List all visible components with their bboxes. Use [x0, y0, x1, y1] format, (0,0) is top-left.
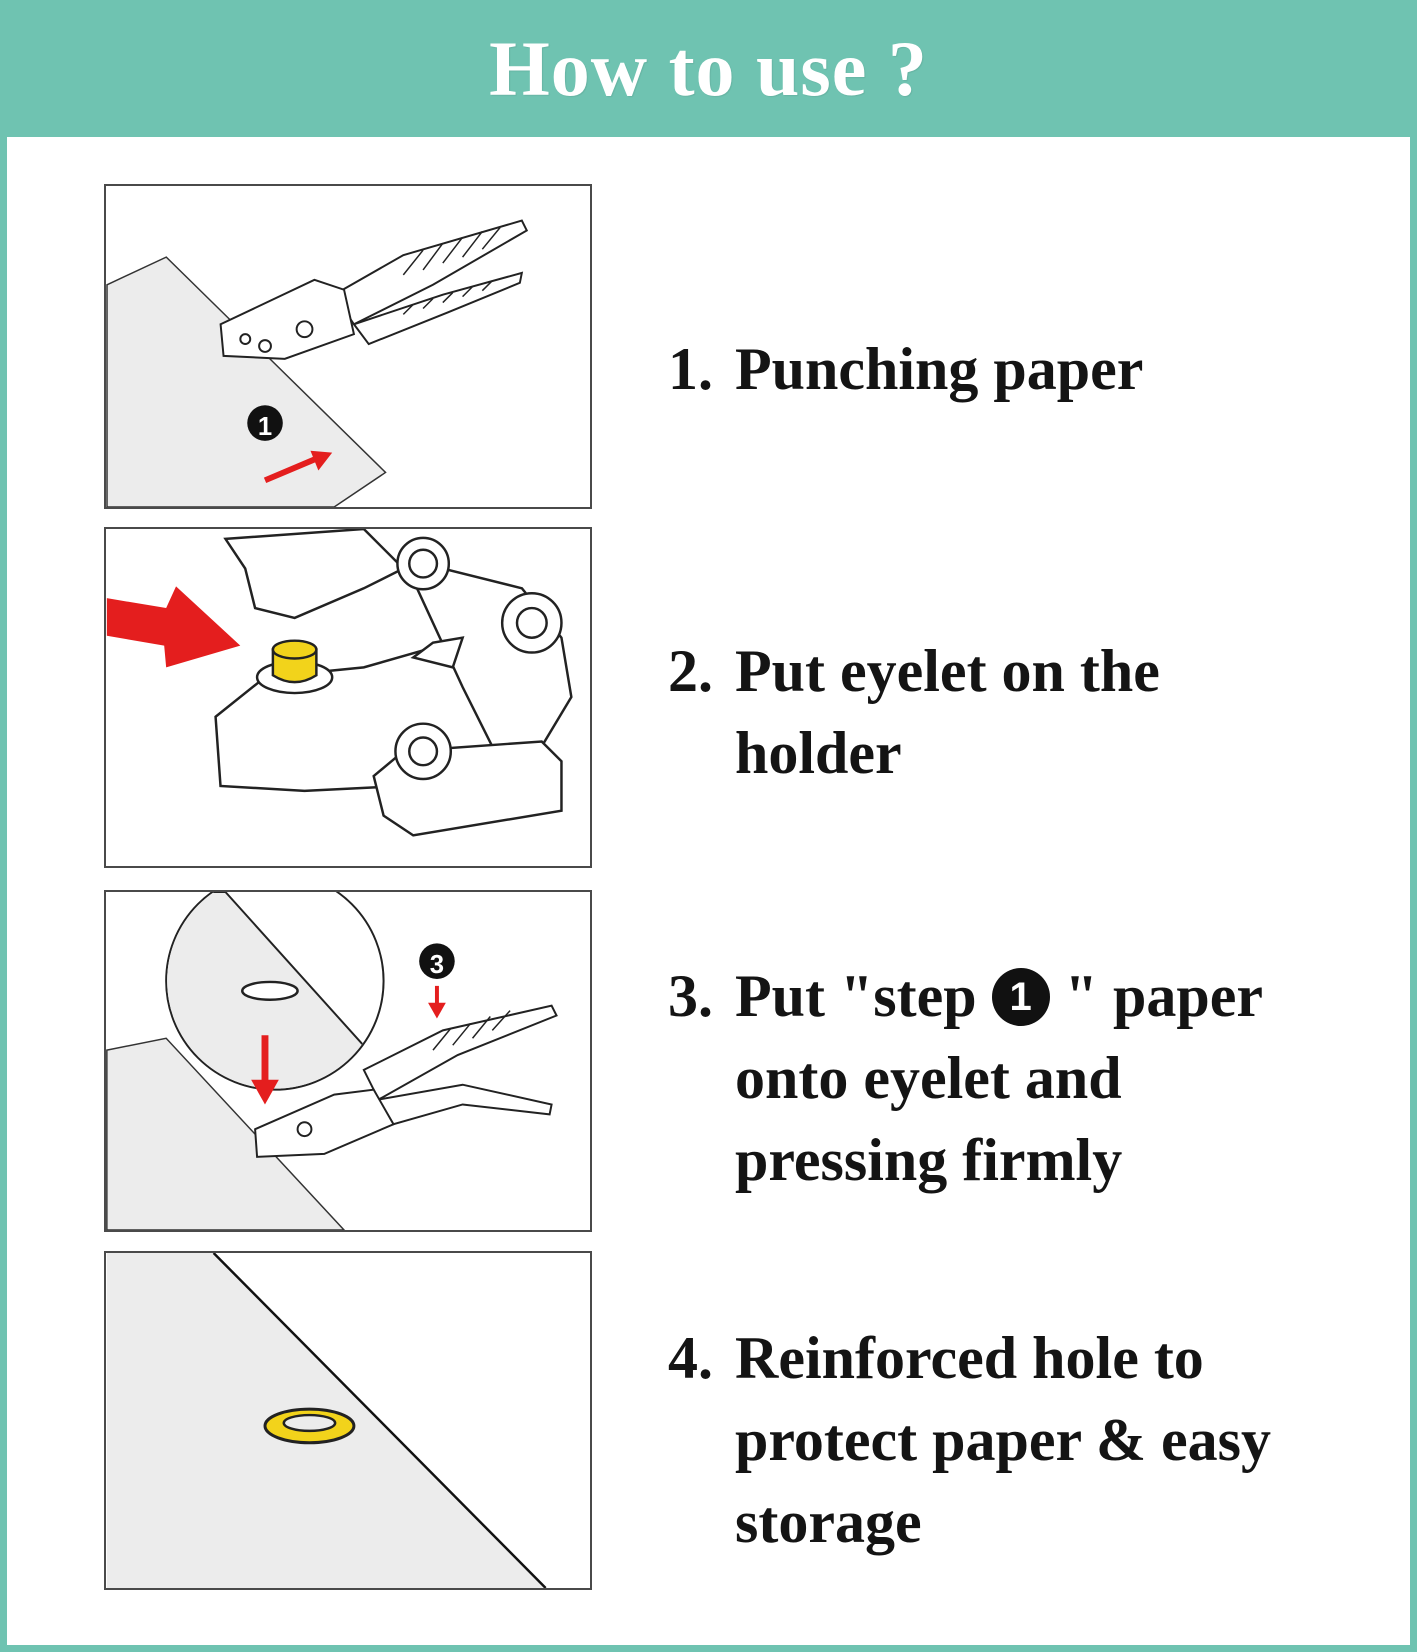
step-line: Put eyelet on the [735, 638, 1160, 704]
red-arrow-icon [106, 586, 241, 668]
step-3-line1-before: Put "step [735, 963, 977, 1029]
step-number: 1. [668, 336, 713, 402]
step-line: pressing firmly [735, 1127, 1123, 1193]
step-4-text: 4. Reinforced hole to protect paper & ea… [668, 1317, 1388, 1563]
step-3-line1-after: " paper [1064, 963, 1263, 1029]
step-line: protect paper & easy [735, 1407, 1272, 1473]
punch-tool-icon: 1 [106, 219, 529, 507]
step-line: Punching paper [735, 336, 1144, 402]
step-line: storage [735, 1489, 922, 1555]
step-badge-icon [419, 943, 455, 979]
eyelet-icon [263, 1407, 356, 1445]
step-number: 4. [668, 1325, 713, 1391]
illustration-step-3: 3 [104, 890, 592, 1232]
press-tool-icon: 3 [106, 892, 558, 1230]
step-line: holder [735, 720, 902, 786]
step-badge-icon: 1 [991, 968, 1050, 1026]
step-line: Put "step 1 " paper [668, 955, 1388, 1037]
panel1-badge: 1 [258, 413, 272, 441]
reinforced-hole-icon [106, 1253, 547, 1588]
illustration-step-2 [104, 527, 592, 868]
eyelet-holder-icon [106, 529, 573, 837]
illustration-step-1: 1 [104, 184, 592, 509]
panel3-badge: 3 [430, 951, 444, 979]
eyelet-icon [255, 639, 334, 695]
step-1-text: 1. Punching paper [668, 328, 1388, 410]
step-badge-icon [247, 405, 283, 441]
header-banner: How to use ? [0, 0, 1417, 137]
step-number: 3. [668, 963, 713, 1029]
step-2-text: 2. Put eyelet on the holder [668, 630, 1388, 794]
red-arrow-icon [251, 985, 446, 1105]
step-3-text: 3. Put "step 1 " paper onto eyelet and p… [668, 955, 1388, 1201]
step-line: Reinforced hole to [735, 1325, 1204, 1391]
step-line: onto eyelet and [735, 1045, 1122, 1111]
red-arrow-icon [263, 450, 333, 484]
illustration-step-4 [104, 1251, 592, 1590]
page-title: How to use ? [489, 24, 928, 112]
step-number: 2. [668, 638, 713, 704]
